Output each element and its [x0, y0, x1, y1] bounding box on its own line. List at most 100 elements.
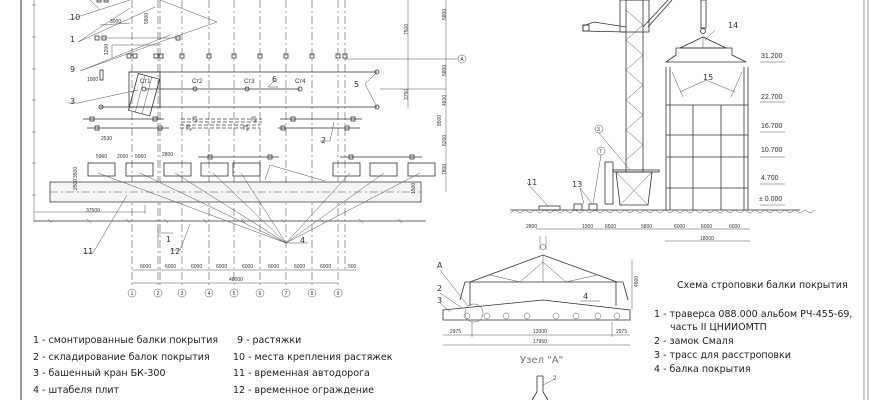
guy-wires: [67, 0, 218, 72]
svg-text:3 - трасс для расстроповки: 3 - трасс для расстроповки: [654, 350, 791, 361]
svg-text:Ст1: Ст1: [140, 79, 151, 85]
slab-stacks: [87, 162, 436, 177]
svg-text:1200: 1200: [104, 44, 110, 55]
svg-text:11 - временная автодорога: 11 - временная автодорога: [233, 368, 370, 379]
axis-grid-lines: [131, 0, 346, 288]
svg-text:4 - балка покрытия: 4 - балка покрытия: [654, 364, 751, 375]
elevation-levels: 31.200 22.700 16.700 10.700 4.700 ± 0.00…: [759, 53, 785, 206]
svg-text:5800: 5800: [442, 65, 448, 76]
svg-text:1: 1: [70, 35, 75, 44]
svg-text:4: 4: [208, 291, 211, 297]
svg-text:14: 14: [728, 21, 738, 30]
svg-text:2975: 2975: [450, 329, 461, 335]
svg-text:12000: 12000: [533, 329, 547, 335]
svg-text:9: 9: [337, 291, 340, 297]
roof-beam: [442, 299, 631, 321]
svg-text:17950: 17950: [533, 339, 547, 345]
bay-dimensions: 6000 6000 6000 6000 6000 6000 6000 6000 …: [140, 264, 357, 283]
svg-text:7: 7: [599, 149, 602, 155]
svg-text:12 - временное ограждение: 12 - временное ограждение: [233, 385, 374, 396]
node-a-title: Узел "А": [520, 355, 563, 366]
svg-text:6000: 6000: [165, 264, 176, 270]
svg-text:3: 3: [597, 127, 600, 133]
svg-text:7500: 7500: [404, 24, 410, 35]
svg-text:2530: 2530: [101, 136, 112, 142]
beam-storage: [83, 116, 422, 160]
svg-text:37500: 37500: [86, 208, 100, 214]
tower-crane: [582, 0, 673, 206]
site-plan: А Ст1 Ст2 Ст3 Ст4: [32, 0, 467, 298]
svg-text:3 - башенный кран БК-300: 3 - башенный кран БК-300: [33, 368, 166, 379]
svg-text:7: 7: [285, 291, 288, 297]
svg-text:часть II ЦНИИОМТП: часть II ЦНИИОМТП: [670, 322, 767, 333]
svg-text:3: 3: [181, 291, 184, 297]
svg-text:2500: 2500: [73, 179, 79, 190]
svg-text:6000: 6000: [268, 264, 279, 270]
svg-text:18000: 18000: [700, 236, 714, 242]
svg-text:2: 2: [553, 376, 557, 382]
svg-text:6: 6: [272, 75, 277, 84]
building-frame: [664, 47, 749, 210]
svg-text:2 - замок Смаля: 2 - замок Смаля: [654, 336, 734, 347]
svg-text:6000: 6000: [294, 264, 305, 270]
road-elevation: [538, 205, 561, 211]
svg-text:500: 500: [348, 264, 357, 270]
svg-text:Ст2: Ст2: [192, 79, 203, 85]
elevation-view: 14 15 31.200 22.700 16.700 10.700 4.700 …: [509, 0, 816, 250]
svg-text:1000: 1000: [87, 77, 98, 83]
svg-text:5900: 5900: [144, 13, 150, 24]
elevation-dimensions: 2800 1500 6500 5800 6000 6000 6000 18000: [526, 224, 740, 242]
plan-dimensions: 37500 5960 2000 5960 2800 2530 3000 1000…: [73, 0, 448, 214]
svg-text:А: А: [460, 57, 464, 63]
svg-text:3000: 3000: [110, 19, 121, 25]
svg-text:2000: 2000: [117, 154, 128, 160]
svg-text:1500: 1500: [582, 224, 593, 230]
svg-text:2: 2: [437, 284, 442, 293]
beam-slinging-scheme: А 2 3 4 4500 2975 12000 2975 17950 Узел …: [437, 254, 852, 400]
svg-text:1 - смонтированные балки покр: 1 - смонтированные балки покрытия: [33, 335, 218, 346]
svg-text:2800: 2800: [162, 152, 173, 158]
svg-text:48000: 48000: [229, 277, 243, 283]
columns-row: [94, 0, 348, 59]
svg-text:16.700: 16.700: [761, 123, 783, 130]
svg-text:4500: 4500: [634, 276, 640, 287]
svg-text:2800: 2800: [526, 224, 537, 230]
svg-text:± 0.000: ± 0.000: [759, 196, 782, 203]
node-a-marker: [464, 303, 484, 323]
svg-text:6500: 6500: [605, 224, 616, 230]
slinging-title: Схема строповки балки покрытия: [677, 280, 848, 291]
svg-text:2 - складирование балок покрыт: 2 - складирование балок покрытия: [33, 352, 210, 363]
svg-text:2: 2: [157, 291, 160, 297]
svg-text:3: 3: [437, 296, 442, 305]
svg-text:5960: 5960: [96, 154, 107, 160]
planned-beam-storage: [180, 116, 262, 131]
svg-text:10: 10: [70, 13, 80, 22]
svg-text:Ст3: Ст3: [244, 79, 255, 85]
svg-text:9: 9: [70, 65, 75, 74]
plan-legend: 1 - смонтированные балки покрытия 2 - ск…: [33, 335, 393, 396]
svg-text:6000: 6000: [140, 264, 151, 270]
svg-text:6000: 6000: [729, 224, 740, 230]
svg-text:4600: 4600: [442, 95, 448, 106]
svg-text:11: 11: [527, 178, 537, 187]
svg-text:4.700: 4.700: [761, 175, 779, 182]
axis-markers: 1 2 3 4 5 6 7 8 9: [127, 288, 343, 298]
svg-text:22.700: 22.700: [761, 94, 783, 101]
svg-text:3: 3: [70, 97, 75, 106]
svg-text:8: 8: [311, 291, 314, 297]
svg-text:6000: 6000: [674, 224, 685, 230]
svg-text:5800: 5800: [641, 224, 652, 230]
svg-text:10.700: 10.700: [761, 147, 783, 154]
svg-text:6000: 6000: [191, 264, 202, 270]
svg-text:13: 13: [572, 180, 582, 189]
svg-text:6: 6: [259, 291, 262, 297]
svg-text:31.200: 31.200: [761, 53, 783, 60]
svg-text:4: 4: [300, 236, 305, 245]
svg-text:8500: 8500: [437, 115, 443, 126]
svg-text:10 - места крепления растяжек: 10 - места крепления растяжек: [233, 352, 393, 363]
svg-text:2: 2: [321, 136, 326, 145]
svg-text:6000: 6000: [701, 224, 712, 230]
leader-lines-4: [68, 71, 421, 254]
